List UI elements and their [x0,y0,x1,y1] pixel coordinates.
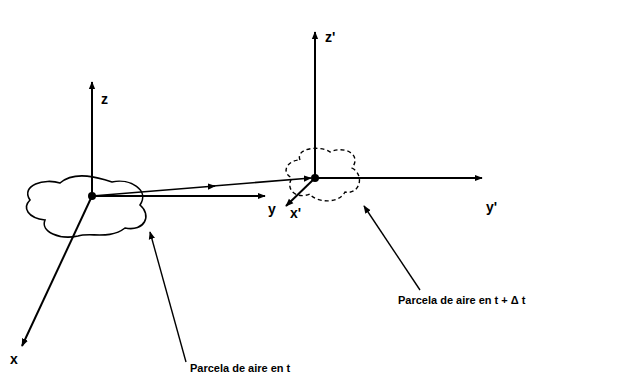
z-axis [91,82,93,196]
y-axis [92,195,265,197]
caption-label: Parcela de aire en t + Δ t [398,294,525,306]
axis-label: x [10,352,18,367]
air-parcel-dashed [286,148,359,201]
origin-dot [88,192,96,200]
trajectory-line [92,186,215,196]
leader-arrow [364,206,420,290]
axis-label: y' [486,200,497,215]
x-axis [22,196,92,346]
axis-label: z' [325,30,335,45]
axis-label: x' [290,206,301,221]
axis-label: y [268,202,276,217]
caption-label: Parcela de aire en t [190,362,290,374]
x-prime-axis [286,178,315,206]
trajectory-line [213,178,311,186]
leader-arrow [150,232,186,362]
origin-dot [311,174,319,182]
z-prime-axis [314,32,316,178]
axis-label: z [101,92,108,107]
y-prime-axis [315,177,482,179]
